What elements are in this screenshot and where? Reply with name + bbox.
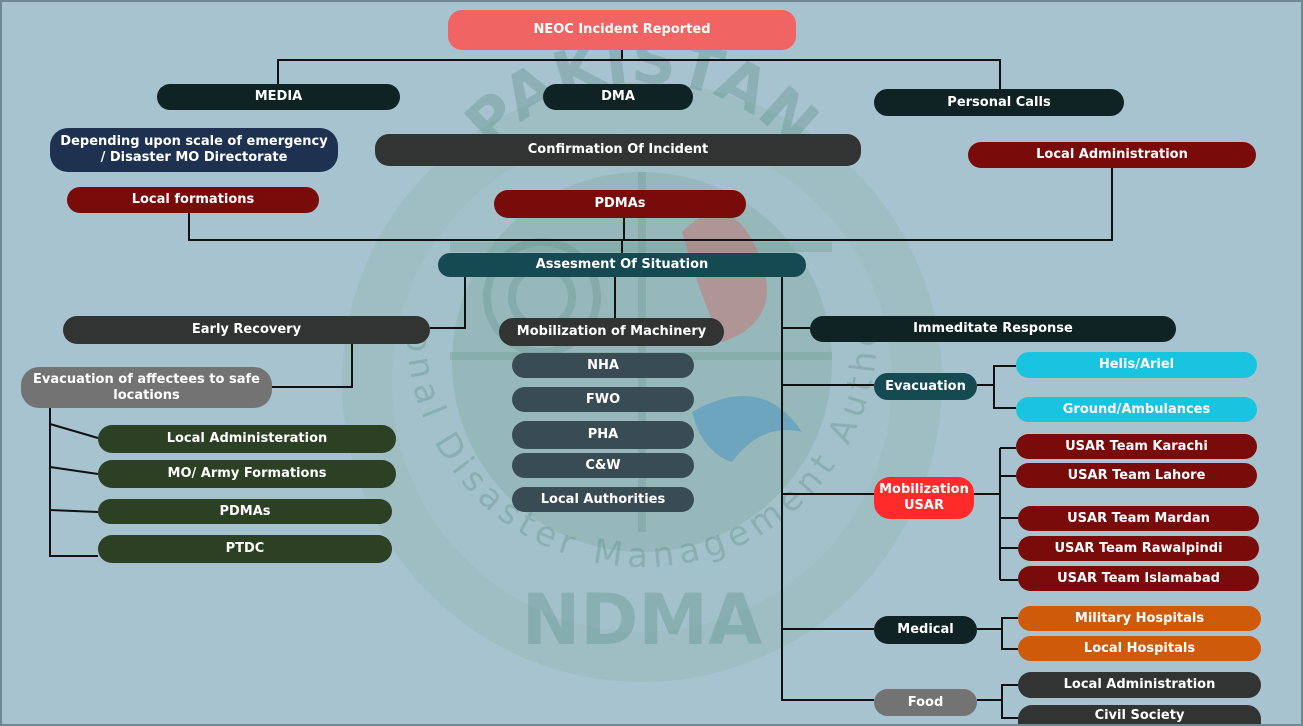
node-mobilization-usar: Mobilization USAR: [874, 477, 974, 519]
node-local-hospitals: Local Hospitals: [1018, 636, 1261, 661]
node-ground-ambulances: Ground/Ambulances: [1016, 397, 1257, 422]
node-food-local-administration: Local Administration: [1018, 672, 1261, 698]
node-local-administration-top: Local Administration: [968, 142, 1256, 168]
node-usar-islamabad: USAR Team Islamabad: [1018, 566, 1259, 591]
node-local-formations: Local formations: [67, 187, 319, 213]
node-evacuation-of-affectees: Evacuation of affectees to safe location…: [21, 367, 272, 408]
node-usar-mardan: USAR Team Mardan: [1018, 506, 1259, 531]
node-recovery-local-administeration: Local Administeration: [98, 425, 396, 453]
node-medical: Medical: [874, 616, 977, 644]
node-recovery-pdmas: PDMAs: [98, 499, 392, 524]
node-neoc-incident-reported: NEOC Incident Reported: [448, 10, 796, 50]
node-usar-lahore: USAR Team Lahore: [1016, 463, 1257, 488]
watermark-flame: [682, 212, 767, 342]
node-mobilization-of-machinery: Mobilization of Machinery: [499, 318, 724, 346]
node-mo-directorate: Depending upon scale of emergency / Disa…: [50, 128, 338, 172]
node-usar-karachi: USAR Team Karachi: [1016, 434, 1257, 459]
node-machinery-nha: NHA: [512, 353, 694, 378]
node-confirmation-of-incident: Confirmation Of Incident: [375, 134, 861, 166]
node-machinery-cw: C&W: [512, 453, 694, 478]
node-evacuation: Evacuation: [874, 373, 977, 400]
node-machinery-local-authorities: Local Authorities: [512, 487, 694, 512]
watermark-bottom-text: NDMA: [522, 579, 763, 661]
node-food: Food: [874, 689, 977, 716]
node-machinery-fwo: FWO: [512, 387, 694, 412]
node-personal-calls: Personal Calls: [874, 89, 1124, 116]
node-machinery-pha: PHA: [512, 421, 694, 449]
node-media: MEDIA: [157, 84, 400, 110]
node-military-hospitals: Military Hospitals: [1018, 606, 1261, 631]
node-dma: DMA: [543, 84, 693, 110]
node-civil-society: Civil Society: [1018, 705, 1261, 724]
node-recovery-ptdc: PTDC: [98, 535, 392, 563]
node-assessment-of-situation: Assesment Of Situation: [438, 253, 806, 277]
node-recovery-army-formations: MO/ Army Formations: [98, 460, 396, 488]
node-usar-rawalpindi: USAR Team Rawalpindi: [1018, 536, 1259, 561]
node-early-recovery: Early Recovery: [63, 316, 430, 344]
node-immediate-response: Immeditate Response: [810, 316, 1176, 342]
watermark-wave: [692, 396, 802, 462]
node-pdmas-top: PDMAs: [494, 190, 746, 218]
node-helis-ariel: Helis/Ariel: [1016, 352, 1257, 378]
